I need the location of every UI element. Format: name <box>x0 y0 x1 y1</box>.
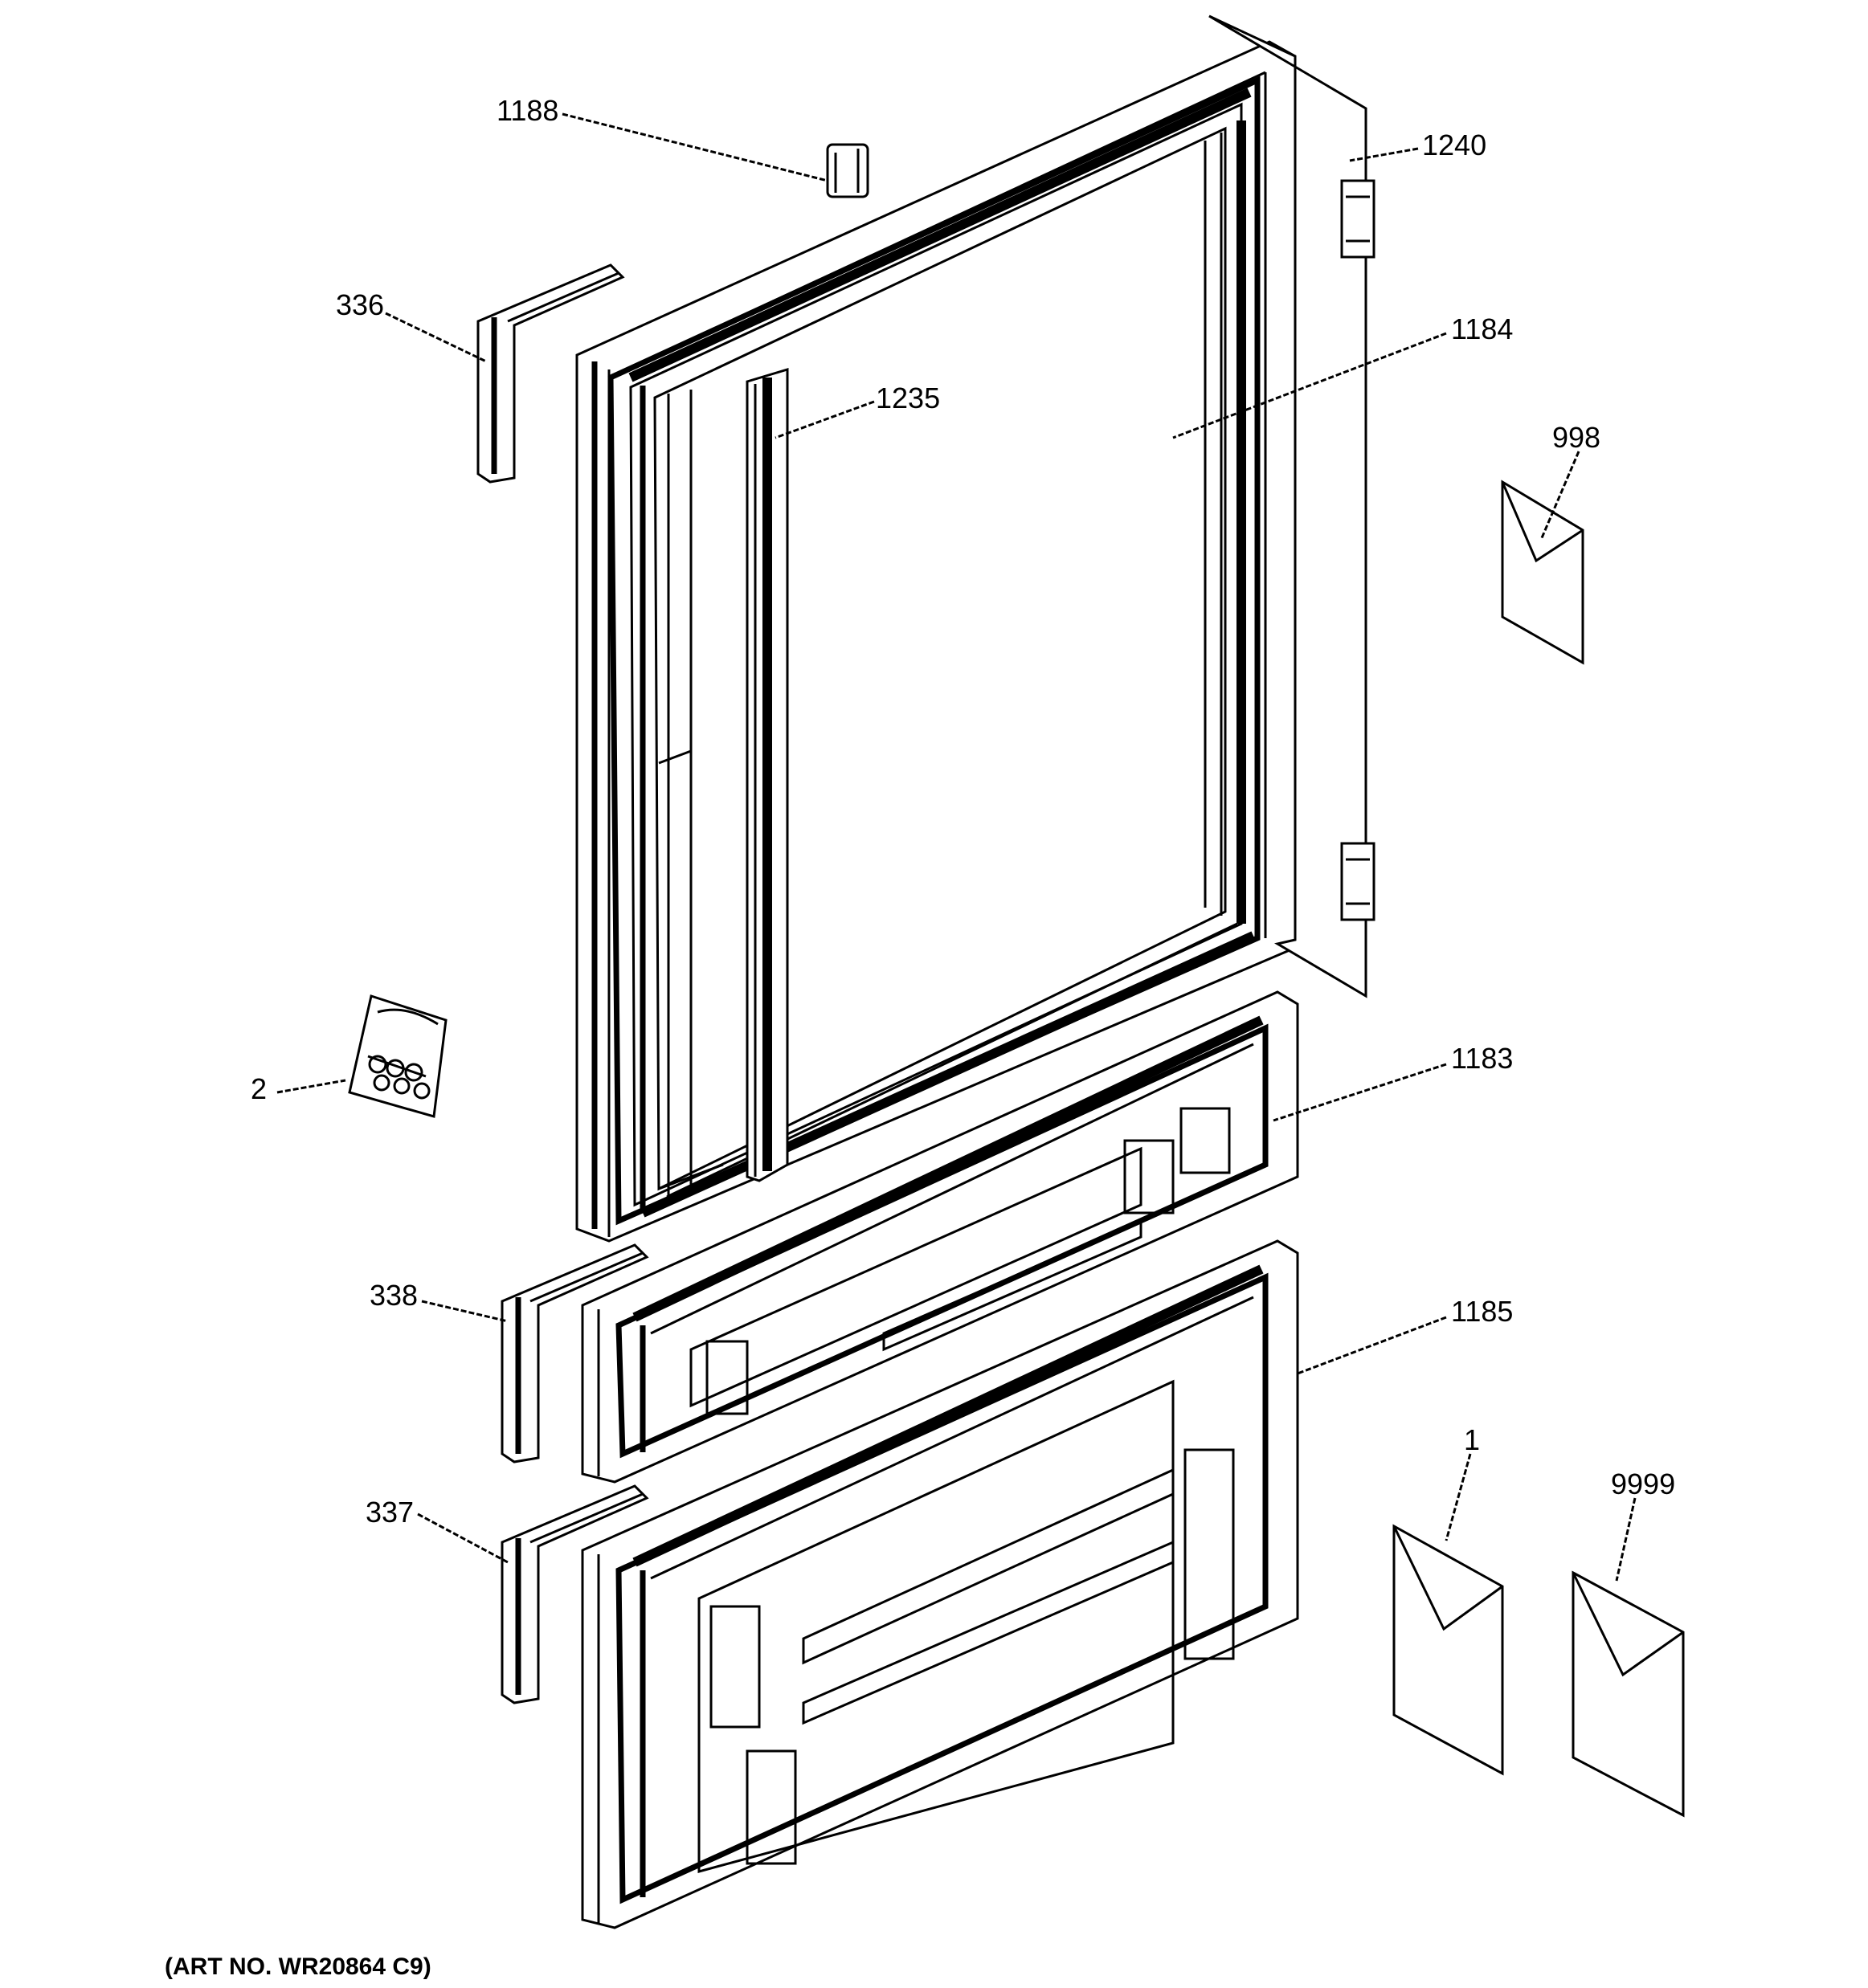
callout-labels: 1188 1240 336 1184 1235 998 2 1183 338 1… <box>251 94 1675 1529</box>
callout-9999: 9999 <box>1611 1468 1675 1500</box>
callout-1: 1 <box>1464 1423 1480 1456</box>
part-9999-envelope <box>1572 1570 1685 1818</box>
callout-337: 337 <box>366 1496 414 1529</box>
part-1-envelope <box>1392 1524 1504 1776</box>
part-336-corner-trim <box>476 263 625 484</box>
callout-998: 998 <box>1552 421 1600 454</box>
callout-336: 336 <box>336 288 384 321</box>
part-2-hardware-bag <box>348 994 448 1118</box>
part-998-envelope <box>1501 480 1584 665</box>
part-337-corner-trim <box>501 1484 649 1704</box>
part-1185-drawer-front <box>581 1239 1299 1929</box>
part-1188-bracket <box>826 143 869 198</box>
art-number: (ART NO. WR20864 C9) <box>165 1953 431 1980</box>
callout-2: 2 <box>251 1072 267 1105</box>
part-1240-side-panel <box>1208 14 1375 998</box>
callout-1188: 1188 <box>497 94 558 127</box>
callout-338: 338 <box>370 1279 418 1312</box>
callout-1185: 1185 <box>1451 1295 1513 1328</box>
callout-1235: 1235 <box>876 382 940 414</box>
part-1183-drawer-front <box>581 990 1299 1484</box>
callout-1183: 1183 <box>1451 1042 1513 1075</box>
part-1235-mullion <box>746 367 789 1182</box>
callout-1184: 1184 <box>1451 312 1513 345</box>
callout-1240: 1240 <box>1422 129 1486 161</box>
part-338-corner-trim <box>501 1243 649 1463</box>
leader-lines <box>276 112 1637 1582</box>
